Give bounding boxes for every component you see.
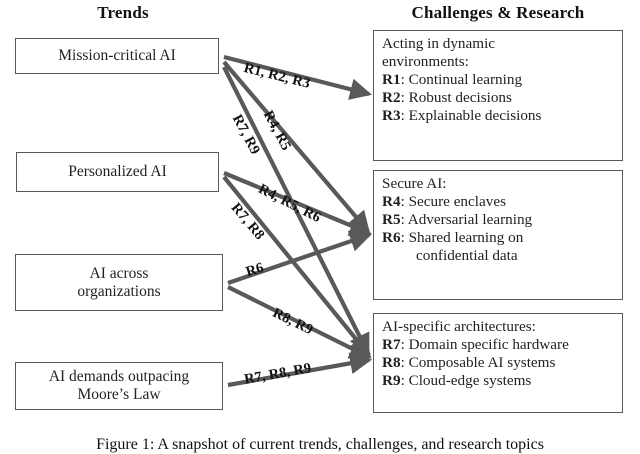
research-id: R4	[382, 193, 401, 211]
research-text: : Shared learning on	[400, 229, 524, 247]
research-text: : Adversarial learning	[400, 211, 533, 229]
column-header-trends: Trends	[97, 3, 149, 22]
research-id: R9	[382, 372, 401, 390]
node-ai-demands-outpacing-moores-law[interactable]: AI demands outpacing Moore’s Law	[15, 362, 223, 410]
node-label-line1: Personalized AI	[68, 163, 167, 181]
edge-label-mission-to-dynamic: R1, R2, R3	[242, 60, 312, 92]
research-text: : Composable AI systems	[400, 354, 556, 372]
challenge-item-r6: R6: Shared learning on	[382, 229, 616, 247]
challenge-heading-line1: AI-specific architectures:	[382, 318, 536, 335]
challenge-item-r5: R5: Adversarial learning	[382, 211, 616, 229]
research-id: R3	[382, 107, 401, 125]
research-text: : Domain specific hardware	[400, 336, 569, 354]
node-label-line2: organizations	[77, 282, 161, 300]
challenge-item-r1: R1: Continual learning	[382, 71, 616, 89]
research-id: R2	[382, 89, 401, 107]
node-mission-critical-ai[interactable]: Mission-critical AI	[15, 38, 219, 74]
node-acting-in-dynamic-environments[interactable]: Acting in dynamic environments: R1: Cont…	[373, 30, 623, 161]
challenge-item-r9: R9: Cloud-edge systems	[382, 372, 616, 390]
research-id: R8	[382, 354, 401, 372]
challenge-heading-line1: Acting in dynamic	[382, 35, 496, 52]
challenge-item-r2: R2: Robust decisions	[382, 89, 616, 107]
research-id: R5	[382, 211, 401, 229]
research-text: : Secure enclaves	[400, 193, 506, 211]
challenge-heading-line1: Secure AI:	[382, 175, 447, 192]
figure-caption: Figure 1: A snapshot of current trends, …	[96, 436, 544, 453]
edge-label-personalized-to-secure: R4, R5, R6	[255, 181, 324, 226]
node-label-line1: AI across	[89, 264, 149, 282]
edge-label-moore-to-arch: R7, R8, R9	[243, 360, 313, 388]
node-label-line2: Moore’s Law	[77, 386, 161, 403]
node-secure-ai[interactable]: Secure AI: R4: Secure enclaves R5: Adver…	[373, 170, 623, 300]
research-id: R6	[382, 229, 401, 247]
research-text: : Explainable decisions	[400, 107, 542, 125]
challenge-item-r7: R7: Domain specific hardware	[382, 336, 616, 354]
edge-label-personalized-to-arch: R7, R8	[227, 200, 268, 243]
edge-label-mission-to-arch: R7, R9	[228, 112, 264, 158]
node-personalized-ai[interactable]: Personalized AI	[16, 152, 219, 192]
research-id: R7	[382, 336, 401, 354]
challenge-item-r8: R8: Composable AI systems	[382, 354, 616, 372]
edge-label-mission-to-secure: R4, R5	[259, 108, 295, 154]
challenge-item-r4: R4: Secure enclaves	[382, 193, 616, 211]
research-text: : Cloud-edge systems	[400, 372, 532, 390]
research-id: R1	[382, 71, 401, 89]
challenge-heading-line2: environments:	[382, 53, 469, 71]
challenge-item-r3: R3: Explainable decisions	[382, 107, 616, 125]
node-label-line1: Mission-critical AI	[58, 47, 176, 65]
column-header-challenges: Challenges & Research	[411, 3, 585, 22]
node-ai-across-organizations[interactable]: AI across organizations	[15, 254, 223, 311]
challenge-item-r6-continuation: confidential data	[416, 247, 518, 265]
research-text: : Robust decisions	[400, 89, 512, 107]
edge-label-across-to-secure: R6	[244, 259, 266, 281]
research-text: : Continual learning	[400, 71, 523, 89]
node-label-line1: AI demands outpacing	[48, 368, 190, 386]
edge-label-across-to-arch: R8, R9	[269, 305, 316, 339]
node-ai-specific-architectures[interactable]: AI-specific architectures: R7: Domain sp…	[373, 313, 623, 413]
